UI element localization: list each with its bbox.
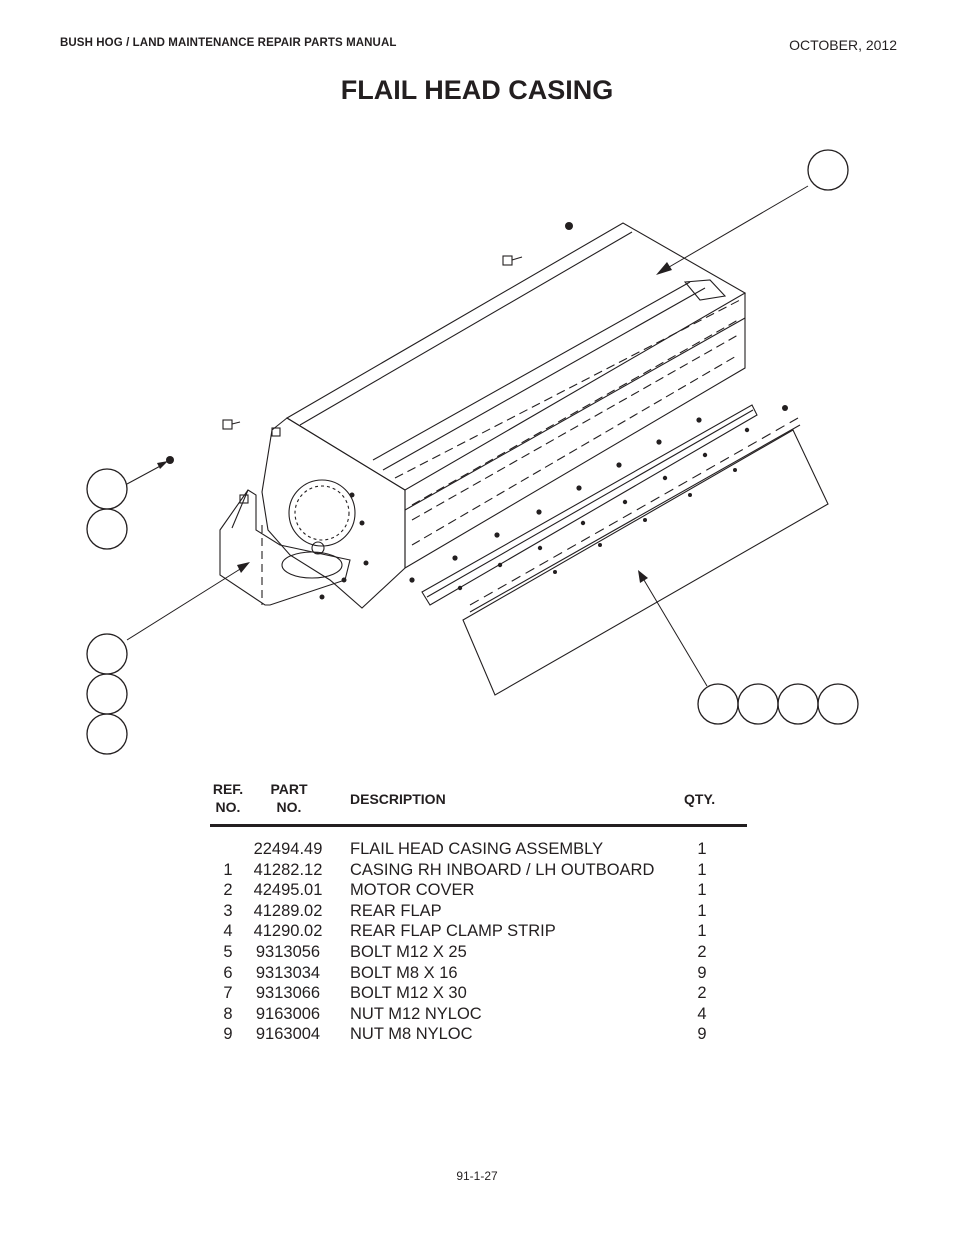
exploded-parts-diagram [86, 149, 859, 755]
qty-cell: 1 [697, 860, 707, 879]
hardware [166, 222, 788, 600]
description-cell: NUT M8 NYLOC [350, 1025, 473, 1044]
ref-header-line2: NO. [215, 799, 241, 815]
table-row: 8 9163006 NUT M12 NYLOC 4 [210, 1004, 747, 1025]
page-title: FLAIL HEAD CASING [340, 75, 614, 105]
table-row: 4 41290.02 REAR FLAP CLAMP STRIP 1 [210, 921, 747, 942]
part-cell: 9313056 [255, 942, 321, 961]
description-cell: CASING RH INBOARD / LH OUTBOARD [350, 860, 655, 879]
part-cell: 9163006 [255, 1004, 321, 1023]
qty-cell: 1 [697, 901, 707, 920]
part-header-line2: NO. [276, 799, 302, 815]
rear-flap [462, 417, 829, 696]
description-cell: REAR FLAP [350, 901, 442, 920]
part-cell: 41282.12 [253, 860, 323, 879]
part-cell: 9313034 [255, 963, 321, 982]
description-cell: MOTOR COVER [350, 881, 475, 900]
ref-cell: 5 [223, 942, 233, 961]
casing-side-plate [261, 417, 406, 609]
description-cell: NUT M12 NYLOC [350, 1004, 482, 1023]
motor-cover-bracket [219, 489, 351, 606]
table-row: 6 9313034 BOLT M8 X 16 9 [210, 963, 747, 984]
ref-cell: 4 [223, 922, 233, 941]
part-cell: 22494.49 [253, 840, 323, 858]
table-row: 7 9313066 BOLT M12 X 30 2 [210, 983, 747, 1004]
part-cell: 9313066 [255, 984, 321, 1003]
ref-no-header: REF. NO. [210, 780, 246, 816]
table-row: 2 42495.01 MOTOR COVER 1 [210, 880, 747, 901]
parts-table-header: REF. NO. PART NO. DESCRIPTION QTY. [210, 780, 747, 827]
callout-balloons [86, 149, 859, 755]
ref-cell: 9 [223, 1025, 233, 1044]
qty-cell: 1 [697, 922, 707, 941]
description-header: DESCRIPTION [350, 791, 446, 807]
description-cell: BOLT M12 X 25 [350, 942, 467, 961]
parts-table: REF. NO. PART NO. DESCRIPTION QTY. 22494… [210, 780, 747, 1045]
leader-arrows [157, 262, 672, 583]
part-cell: 41290.02 [253, 922, 323, 941]
ref-cell: 3 [223, 901, 233, 920]
ref-cell: 7 [223, 984, 233, 1003]
description-cell: BOLT M12 X 30 [350, 984, 467, 1003]
part-cell: 41289.02 [253, 901, 323, 920]
ref-header-line1: REF. [212, 781, 244, 797]
part-cell: 9163004 [255, 1025, 321, 1044]
qty-cell: 4 [697, 1004, 707, 1023]
leader-lines [126, 185, 809, 687]
qty-cell: 2 [697, 942, 707, 961]
table-row: 1 41282.12 CASING RH INBOARD / LH OUTBOARD… [210, 860, 747, 881]
bolts [222, 255, 523, 504]
description-cell: BOLT M8 X 16 [350, 963, 458, 982]
qty-cell: 2 [697, 984, 707, 1003]
part-cell: 42495.01 [253, 881, 323, 900]
part-no-header: PART NO. [267, 780, 311, 816]
ref-cell: 1 [223, 860, 233, 879]
qty-cell: 9 [697, 1025, 707, 1044]
qty-cell: 1 [697, 881, 707, 900]
casing-body [285, 222, 747, 569]
ref-cell: 6 [223, 963, 233, 982]
qty-header: QTY. [684, 791, 716, 807]
page-number: 91-1-27 [456, 1169, 498, 1183]
manual-title: BUSH HOG / LAND MAINTENANCE REPAIR PARTS… [60, 37, 397, 49]
table-row: 5 9313056 BOLT M12 X 25 2 [210, 942, 747, 963]
ref-cell: 8 [223, 1004, 233, 1023]
rear-flap-clamp-strip [421, 404, 758, 606]
qty-cell: 1 [697, 840, 707, 858]
table-row: 3 41289.02 REAR FLAP 1 [210, 901, 747, 922]
ref-cell: 2 [223, 881, 233, 900]
part-header-line1: PART [270, 781, 308, 797]
description-cell: REAR FLAP CLAMP STRIP [350, 922, 556, 941]
table-row: 9 9163004 NUT M8 NYLOC 9 [210, 1024, 747, 1045]
table-row: 22494.49 FLAIL HEAD CASING ASSEMBLY 1 [210, 839, 747, 860]
description-cell: FLAIL HEAD CASING ASSEMBLY [350, 840, 604, 858]
publication-date: OCTOBER, 2012 [789, 37, 897, 53]
qty-cell: 9 [697, 963, 707, 982]
